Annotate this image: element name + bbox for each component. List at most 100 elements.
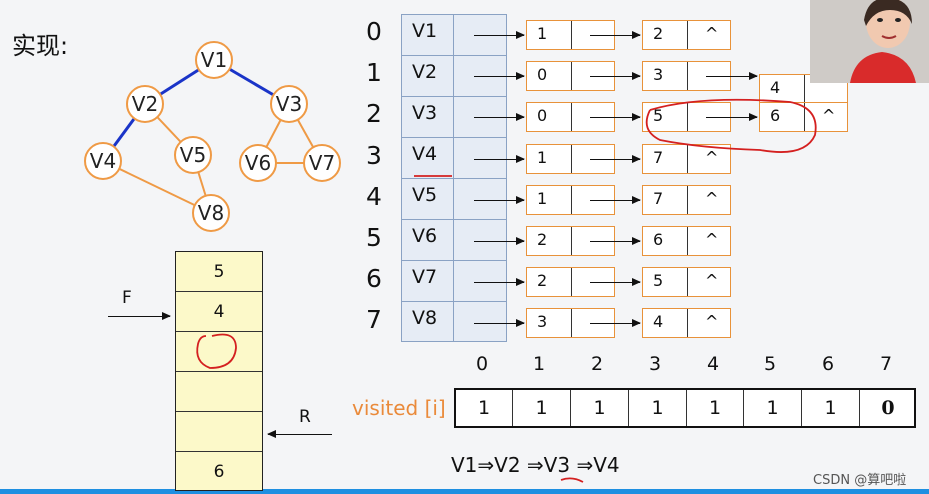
next-arrow <box>590 237 641 245</box>
pointer-arrow <box>474 72 525 81</box>
front-arrow <box>108 312 171 320</box>
vertex-name: V8 <box>402 302 454 342</box>
next-arrow <box>590 154 641 163</box>
bottom-accent-bar <box>0 489 929 494</box>
watermark: CSDN @算吧啦 <box>813 473 907 488</box>
traversal-order: V1⇒V2 ⇒V3 ⇒V4 <box>451 453 620 477</box>
pointer-arrow <box>474 113 525 122</box>
graph-node-v4: V4 <box>84 142 122 180</box>
node-value: 1 <box>537 24 548 43</box>
graph-node-v2: V2 <box>126 85 164 123</box>
visited-index: 1 <box>532 353 546 375</box>
presenter-image <box>810 0 929 83</box>
list-node: 6^ <box>759 102 848 133</box>
graph-node-v1: V1 <box>195 41 233 79</box>
node-value: 2 <box>537 271 548 291</box>
vertex-row: V1 <box>402 15 506 56</box>
vertex-name: V1 <box>402 15 454 55</box>
queue-cell <box>176 412 262 452</box>
visited-cell: 1 <box>571 390 629 426</box>
vertex-name: V4 <box>402 138 454 178</box>
edge-v4-v8 <box>102 160 212 214</box>
vertex-index: 1 <box>366 58 382 88</box>
node-value: 2 <box>537 230 548 249</box>
next-arrow <box>706 113 758 122</box>
list-node: 6^ <box>642 226 731 256</box>
node-value: 3 <box>537 312 548 332</box>
next-arrow <box>590 319 641 328</box>
visited-index: 7 <box>879 353 893 375</box>
node-value: 7 <box>653 147 664 167</box>
rear-arrow <box>267 430 332 438</box>
visited-cell: 1 <box>802 390 860 426</box>
node-value: 1 <box>537 147 548 167</box>
node-value: 3 <box>653 65 664 85</box>
pointer-arrow <box>474 278 525 287</box>
vertex-row: V2 <box>402 56 506 97</box>
pointer-arrow <box>474 195 525 204</box>
annotation-underline-v3 <box>560 477 584 483</box>
node-value: 6 <box>770 106 781 126</box>
vertex-name: V2 <box>402 56 454 96</box>
visited-index: 0 <box>475 353 489 375</box>
node-next: ^ <box>705 312 719 332</box>
list-node: 2 <box>526 226 615 256</box>
vertex-name: V7 <box>402 261 454 301</box>
graph-node-label: V2 <box>132 92 158 116</box>
list-node: 7^ <box>642 143 731 174</box>
node-next: ^ <box>705 188 719 208</box>
list-node: 7^ <box>642 184 731 215</box>
list-node: 2^ <box>642 20 731 50</box>
list-node: 3 <box>526 308 615 339</box>
queue-cell <box>176 372 262 412</box>
graph-node-label: V3 <box>276 92 302 116</box>
node-value: 0 <box>537 65 548 85</box>
vertex-row: V3 <box>402 97 506 138</box>
node-value: 4 <box>770 78 781 98</box>
visited-cell: 1 <box>744 390 802 426</box>
vertex-index: 0 <box>366 17 382 46</box>
front-label: F <box>122 288 132 308</box>
queue-cell: 4 <box>176 292 262 332</box>
visited-cell: 0 <box>881 397 895 419</box>
pointer-arrow <box>474 237 525 245</box>
visited-index: 6 <box>821 353 835 375</box>
vertex-row: V4 <box>402 138 506 179</box>
next-arrow <box>590 278 641 287</box>
rear-label: R <box>299 407 311 427</box>
vertex-index: 5 <box>366 223 382 252</box>
graph-node-label: V5 <box>180 143 206 167</box>
vertex-row: V7 <box>402 261 506 302</box>
node-value: 1 <box>537 188 548 208</box>
list-node: 4^ <box>642 308 731 339</box>
graph-node-v8: V8 <box>192 194 230 232</box>
visited-label: visited [i] <box>352 396 446 420</box>
node-value: 2 <box>653 24 664 43</box>
graph-node-v3: V3 <box>270 85 308 123</box>
node-value: 6 <box>653 230 664 249</box>
node-next: ^ <box>705 271 719 291</box>
node-next: ^ <box>705 230 719 249</box>
visited-cell: 1 <box>456 390 513 426</box>
presenter-webcam <box>810 0 929 83</box>
next-arrow <box>590 113 641 122</box>
graph-node-v5: V5 <box>174 136 212 174</box>
graph-node-v7: V7 <box>303 144 341 182</box>
node-value: 5 <box>653 271 664 291</box>
section-title: 实现: <box>12 32 69 60</box>
visited-index: 3 <box>648 353 662 375</box>
queue-cell: 5 <box>176 252 262 292</box>
vertex-name: V5 <box>402 179 454 219</box>
visited-cell: 1 <box>629 390 687 426</box>
vertex-index: 6 <box>366 264 382 294</box>
list-node: 1 <box>526 20 615 50</box>
vertex-index: 2 <box>366 99 382 129</box>
vertex-index: 7 <box>366 305 382 335</box>
next-arrow <box>590 31 641 39</box>
pointer-arrow <box>474 31 525 39</box>
vertex-name: V6 <box>402 220 454 260</box>
next-arrow <box>590 72 641 81</box>
